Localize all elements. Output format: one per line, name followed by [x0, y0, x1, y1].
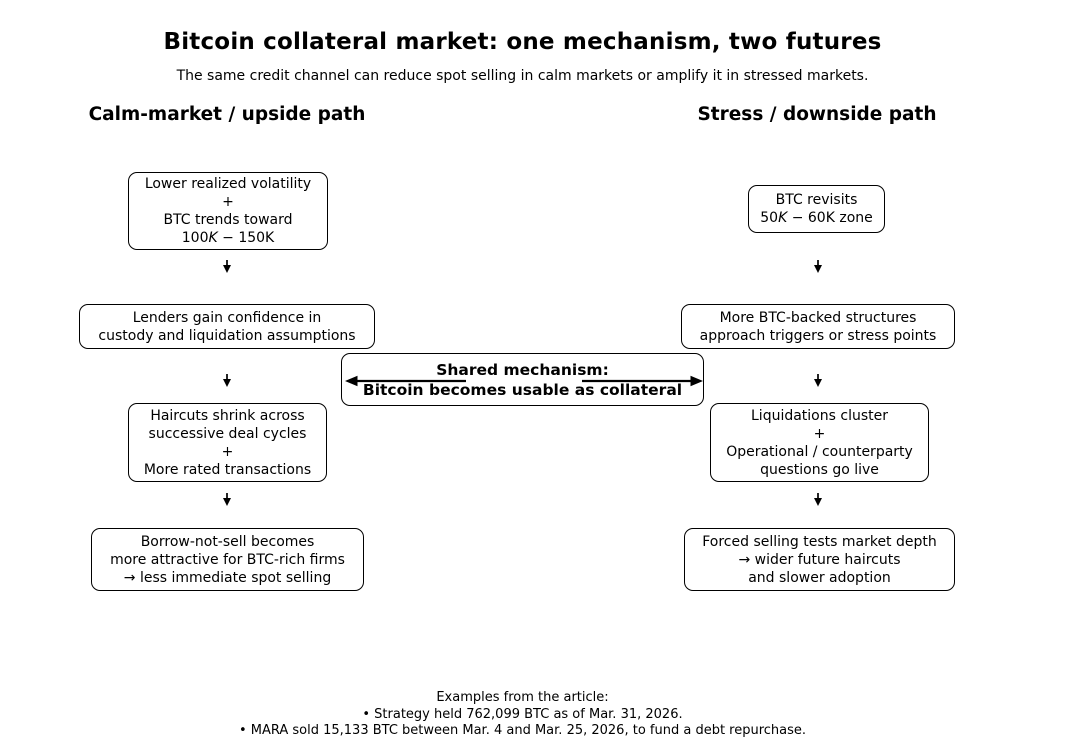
footer-bullet: • MARA sold 15,133 BTC between Mar. 4 an… [238, 723, 807, 738]
right-box-revisit: BTC revisits 50K − 60K zone [748, 185, 885, 233]
down-arrow-icon [223, 260, 231, 273]
box-line: More rated transactions [143, 461, 312, 478]
right-arrow-icon [582, 375, 703, 387]
footer-heading: Examples from the article: [436, 690, 609, 705]
footer-notes: Examples from the article: • Strategy he… [0, 690, 1045, 740]
box-line: successive deal cycles [148, 425, 307, 442]
box-line: and slower adoption [748, 569, 891, 586]
box-line: more attractive for BTC-rich firms [110, 551, 345, 568]
box-line: Lower realized volatility [144, 176, 312, 192]
box-line: Lenders gain confidence in [132, 309, 322, 326]
box-line: + [813, 425, 826, 442]
right-box-forced-selling: Forced selling tests market depth → wide… [684, 528, 955, 591]
right-box-structures: More BTC-backed structures approach trig… [681, 304, 955, 349]
down-arrow-icon [223, 493, 231, 506]
down-arrow-icon [814, 374, 822, 387]
box-line: Bitcoin becomes usable as collateral [362, 380, 683, 399]
math-italic: K [208, 230, 218, 246]
box-line: Shared mechanism: [436, 360, 609, 379]
left-arrow-icon [345, 375, 466, 387]
box-line: + [221, 443, 234, 460]
page-subtitle: The same credit channel can reduce spot … [176, 68, 869, 84]
box-line: Operational / counterparty [726, 443, 913, 460]
left-box-volatility: Lower realized volatility + BTC trends t… [128, 172, 328, 250]
box-line: Liquidations cluster [751, 407, 888, 424]
down-arrow-icon [814, 260, 822, 273]
box-line: custody and liquidation assumptions [98, 327, 356, 344]
math-upright: − 150K [217, 230, 275, 246]
box-line: BTC revisits [775, 192, 858, 208]
box-line: + [222, 194, 234, 210]
page-title: Bitcoin collateral market: one mechanism… [163, 29, 882, 55]
down-arrow-icon [814, 493, 822, 506]
shared-mechanism-box: Shared mechanism: Bitcoin becomes usable… [341, 353, 704, 406]
left-column-header: Calm-market / upside path [88, 104, 366, 125]
box-line: Forced selling tests market depth [702, 533, 937, 550]
box-line: BTC trends toward [163, 212, 293, 228]
right-column-header: Stress / downside path [697, 104, 937, 125]
left-box-lenders: Lenders gain confidence in custody and l… [79, 304, 375, 349]
left-box-borrow: Borrow-not-sell becomes more attractive … [91, 528, 364, 591]
math-upright: 50 [760, 210, 779, 226]
right-box-liquidations: Liquidations cluster + Operational / cou… [710, 403, 929, 482]
down-arrow-icon [223, 374, 231, 387]
box-line-math: 50K − 60K zone [760, 209, 873, 227]
box-line: questions go live [760, 461, 879, 478]
box-line: Haircuts shrink across [150, 407, 305, 424]
left-box-haircuts: Haircuts shrink across successive deal c… [128, 403, 327, 482]
box-line: → less immediate spot selling [123, 569, 332, 586]
box-line: → wider future haircuts [738, 551, 901, 568]
box-line: approach triggers or stress points [699, 327, 937, 344]
box-line-math: 100K − 150K [182, 229, 274, 247]
math-italic: K [778, 210, 788, 226]
math-upright: 100 [181, 230, 209, 246]
box-line: Borrow-not-sell becomes [140, 533, 315, 550]
footer-bullet: • Strategy held 762,099 BTC as of Mar. 3… [362, 706, 683, 722]
box-line: More BTC-backed structures [719, 309, 917, 326]
math-upright: − 60K zone [787, 210, 873, 226]
